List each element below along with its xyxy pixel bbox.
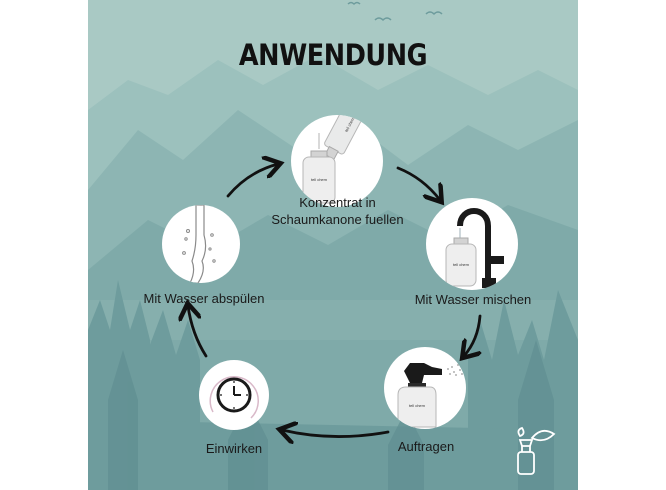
clock-icon [209,376,259,419]
step-circle-fill: tell chem tell chem [291,115,383,207]
diagram-canvas: ANWENDUNG tell chem tell chem [88,0,578,490]
step-circle-mix: tell chem [426,198,518,290]
step-circle-rinse [162,205,240,283]
water-stream-icon [182,205,216,283]
faucet-bottle-icon: tell chem [445,208,504,288]
step-label-fill: Konzentrat in Schaumkanone fuellen [271,195,404,227]
step-circle-apply: tell chem [384,347,466,429]
arrow-apply-to-wait [282,430,390,437]
step-label-rinse: Mit Wasser abspülen [143,291,265,306]
svg-text:tell chem: tell chem [311,177,328,182]
step-circle-wait [199,360,269,430]
arrow-mix-to-apply [464,314,480,356]
step-label-wait: Einwirken [205,441,263,456]
page-title: ANWENDUNG [238,38,428,72]
cycle-arrows [88,0,578,490]
step-label-mix: Mit Wasser mischen [414,292,532,307]
arrow-wait-to-rinse [188,306,208,358]
spray-bottle-icon: tell chem [397,363,463,428]
birds-icon [347,1,443,22]
arrow-rinse-to-fill [226,164,278,198]
svg-text:tell chem: tell chem [453,262,470,267]
bottle-pour-icon: tell chem tell chem [302,115,370,204]
svg-text:tell chem: tell chem [409,403,426,408]
step-label-apply: Auftragen [397,439,455,454]
leaf-spray-logo-icon [517,426,556,475]
arrow-fill-to-mix [396,166,440,200]
